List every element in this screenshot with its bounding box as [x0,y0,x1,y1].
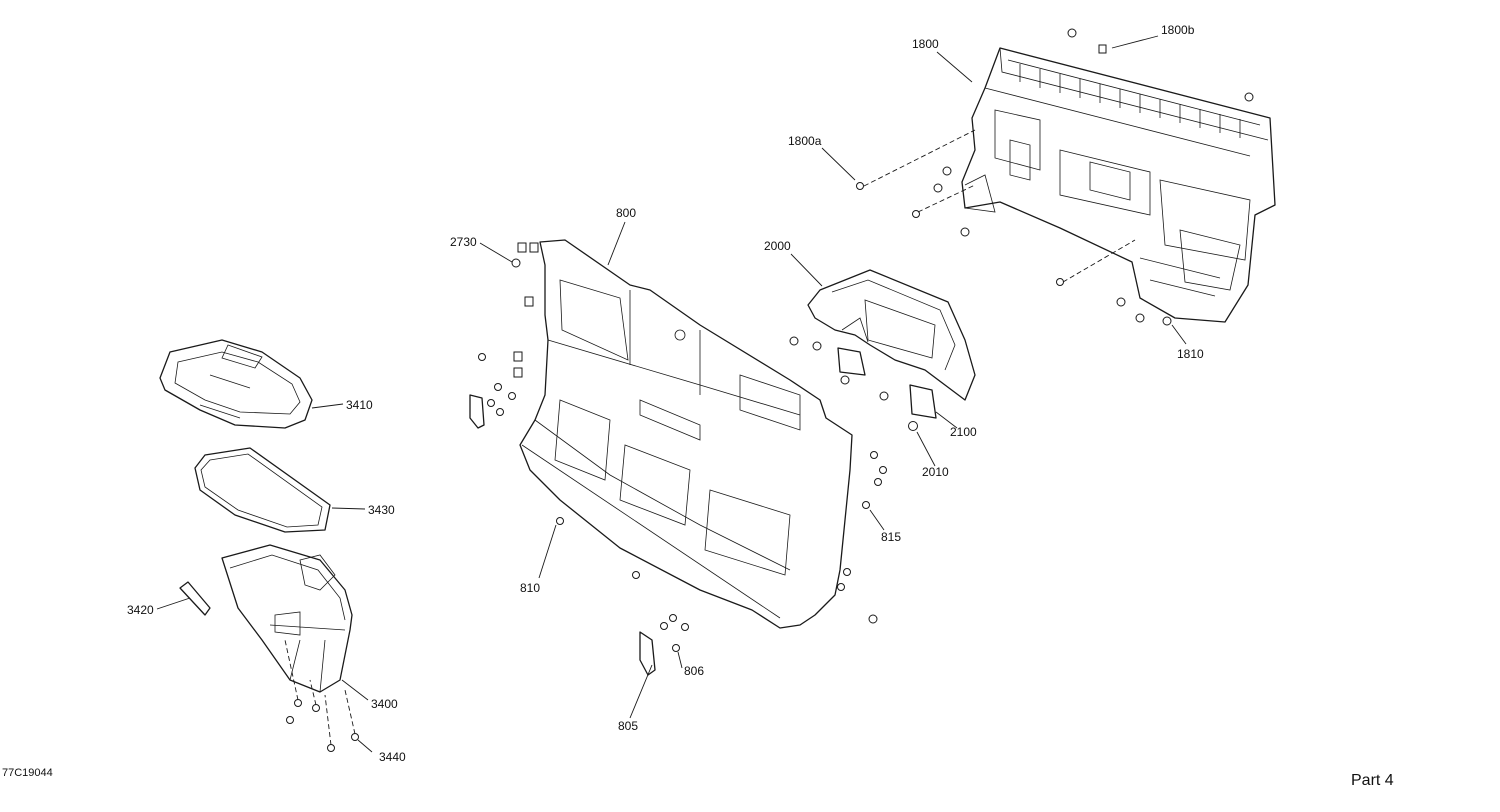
screw-3440-1 [294,699,302,707]
callout-1800: 1800 [912,37,939,51]
clip-2730-1 [517,242,527,253]
callout-806: 806 [684,664,704,678]
clip-1800b [1098,44,1107,54]
screw-815-7 [868,614,878,624]
screw-806-3 [681,623,689,631]
nut-815-5 [843,568,851,576]
screw-810-1 [556,517,564,525]
part-3430-seal [194,447,331,533]
callout-800: 800 [616,206,636,220]
nut-815-4 [862,501,870,509]
callout-2730: 2730 [450,235,477,249]
clip-800-1 [524,296,534,307]
screw-800-4 [487,399,495,407]
screw-3440-5 [351,733,359,741]
screw-3440-4 [327,744,335,752]
nut-1800-a5 [1056,278,1064,286]
callout-3440: 3440 [379,750,406,764]
nut-2010 [908,421,918,431]
callout-3430: 3430 [368,503,395,517]
fasteners-1800 [856,28,1254,326]
screw-1800-a2 [933,183,943,193]
callout-815: 815 [881,530,901,544]
fasteners-3400 [286,699,359,752]
nut-1800-a3 [912,210,920,218]
page-label: Part 4 [1351,772,1394,789]
screw-3440-2 [286,716,294,724]
clip-2100-1 [837,347,866,376]
screw-806-1 [660,622,668,630]
screw-1800-a4 [960,227,970,237]
bracket-805 [639,631,656,676]
screw-1810-2 [1135,313,1145,323]
clip-800-3 [513,367,523,378]
part-800-cargo-panel [519,239,853,629]
nut-1800a [856,182,864,190]
clip-2100-2 [909,384,937,419]
screw-800-2 [494,383,502,391]
callout-810: 810 [520,581,540,595]
callout-labels: 1800 1800b 1800a 1810 800 2730 2000 2100… [127,23,1204,764]
part-3400-bin [221,544,353,693]
nut-2730 [511,258,521,268]
nut-815-1 [870,451,878,459]
part-3410-lid [159,339,313,429]
clip-2730-2 [529,242,539,253]
screw-1810-3 [1162,316,1172,326]
nut-2100-d [879,391,889,401]
screw-3440-3 [312,704,320,712]
screw-1800-a1 [942,166,952,176]
nut-815-6 [837,583,845,591]
callout-1810: 1810 [1177,347,1204,361]
callout-2000: 2000 [764,239,791,253]
fasteners-800 [469,242,887,676]
screw-800-5 [496,408,504,416]
callout-1800a: 1800a [788,134,822,148]
screw-800-1 [478,353,486,361]
screw-1810-1 [1116,297,1126,307]
callout-3400: 3400 [371,697,398,711]
callout-3420: 3420 [127,603,154,617]
screw-810-2 [632,571,640,579]
callout-3410: 3410 [346,398,373,412]
screw-800-3 [508,392,516,400]
callout-2100: 2100 [950,425,977,439]
part-1800-rear-frame [961,47,1276,323]
bracket-left [469,394,485,429]
callout-2010: 2010 [922,465,949,479]
fasteners-2000 [789,336,937,431]
callout-805: 805 [618,719,638,733]
nut-2100-b [789,336,799,346]
leader-lines [156,35,1187,753]
part-2000-bracket [807,269,976,401]
part-3420-handle [179,581,211,616]
screw-806-4 [672,644,680,652]
callout-1800b: 1800b [1161,23,1195,37]
clip-800-2 [513,351,523,362]
screw-806-2 [669,614,677,622]
nut-815-2 [879,466,887,474]
nut-2100-a [812,341,822,351]
nut-2100-c [840,375,850,385]
screw-1800-right [1244,92,1254,102]
drawing-id: 77C19044 [2,767,53,779]
screw-1800 [1067,28,1077,38]
nut-815-3 [874,478,882,486]
